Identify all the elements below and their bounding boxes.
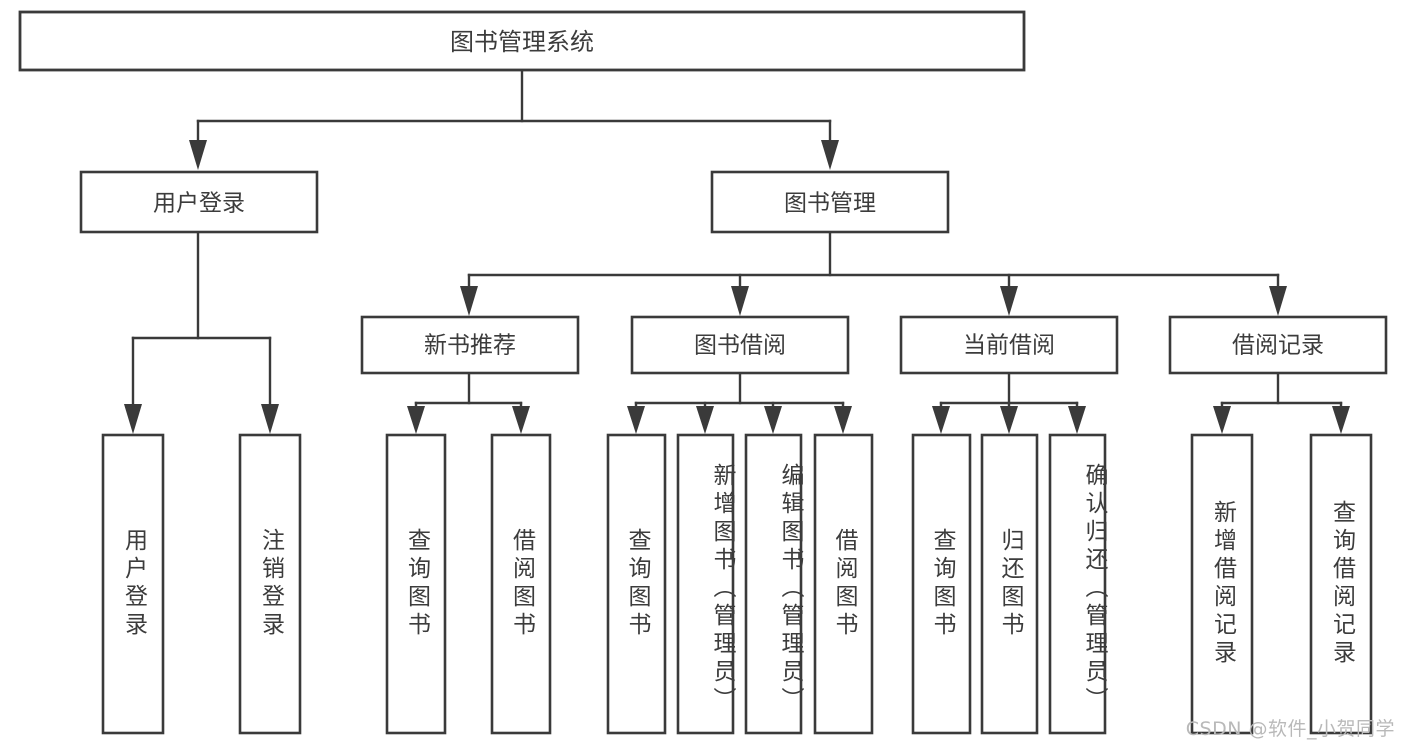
node-current-borrow[interactable]: 当前借阅 — [899, 315, 1119, 375]
leaf-box-borrow-record-1[interactable] — [1190, 433, 1254, 735]
node-current-borrow-box — [899, 315, 1119, 375]
node-book-borrow-box — [630, 315, 850, 375]
node-root-box — [18, 10, 1026, 72]
leaf-box-book-borrow-4[interactable] — [813, 433, 874, 735]
node-book-borrow-label: 图书借阅 — [694, 333, 786, 359]
arrow-to-book-manage — [821, 140, 839, 170]
arrow-to-leaf — [407, 406, 425, 434]
leaf-box-current-borrow-1[interactable] — [911, 433, 972, 735]
node-book-manage[interactable]: 图书管理 — [710, 170, 950, 234]
arrow-to-level3 — [460, 286, 478, 316]
node-user-login[interactable]: 用户登录 — [79, 170, 319, 234]
node-new-book-recommend-box — [360, 315, 580, 375]
arrow-to-leaf — [696, 406, 714, 434]
node-user-login-label: 用户登录 — [153, 191, 245, 217]
arrow-to-level3 — [731, 286, 749, 316]
node-new-book-recommend-label: 新书推荐 — [424, 333, 516, 359]
connector-newbook-to-leaves — [407, 371, 530, 434]
leaf-box-book-borrow-1[interactable] — [606, 433, 667, 735]
leaf-box-new-book-2[interactable] — [490, 433, 552, 735]
node-book-manage-label: 图书管理 — [784, 191, 876, 217]
node-user-login-box — [79, 170, 319, 234]
arrow-to-leaf — [124, 404, 142, 434]
connector-bookborrow-to-leaves — [627, 371, 852, 434]
arrow-to-leaf — [1332, 406, 1350, 434]
connector-root-to-level2 — [189, 68, 839, 170]
node-root-system[interactable]: 图书管理系统 — [18, 10, 1026, 72]
leaf-box-borrow-record-2[interactable] — [1309, 433, 1373, 735]
node-borrow-record-label: 借阅记录 — [1232, 333, 1324, 359]
node-book-borrow[interactable]: 图书借阅 — [630, 315, 850, 375]
leaf-box-user-login-2[interactable] — [238, 433, 302, 735]
leaf-box-new-book-1[interactable] — [385, 433, 447, 735]
arrow-to-leaf — [1000, 406, 1018, 434]
node-book-manage-box — [710, 170, 950, 234]
arrow-to-leaf — [261, 404, 279, 434]
node-root-label: 图书管理系统 — [450, 28, 594, 56]
connector-currentborrow-to-leaves — [932, 371, 1086, 434]
arrow-to-level3 — [1269, 286, 1287, 316]
node-borrow-record-box — [1168, 315, 1388, 375]
leaf-box-current-borrow-3[interactable] — [1048, 433, 1107, 735]
arrow-to-user-login — [189, 140, 207, 170]
arrow-to-leaf — [1068, 406, 1086, 434]
arrow-to-leaf — [834, 406, 852, 434]
connector-bookmanage-to-level3 — [460, 230, 1287, 316]
csdn-watermark: CSDN @软件_小贺同学 — [1185, 718, 1395, 740]
leaf-box-user-login-1[interactable] — [101, 433, 165, 735]
leaf-box-book-borrow-3[interactable] — [744, 433, 803, 735]
arrow-to-leaf — [627, 406, 645, 434]
leaf-box-current-borrow-2[interactable] — [980, 433, 1039, 735]
leaf-box-book-borrow-2[interactable] — [676, 433, 735, 735]
node-borrow-record[interactable]: 借阅记录 — [1168, 315, 1388, 375]
arrow-to-leaf — [512, 406, 530, 434]
arrow-to-leaf — [932, 406, 950, 434]
arrow-to-leaf — [764, 406, 782, 434]
arrow-to-leaf — [1213, 406, 1231, 434]
arrow-to-level3 — [1000, 286, 1018, 316]
node-current-borrow-label: 当前借阅 — [963, 333, 1055, 359]
connector-borrowrecord-to-leaves — [1213, 371, 1350, 434]
node-new-book-recommend[interactable]: 新书推荐 — [360, 315, 580, 375]
connector-userlogin-to-leaves — [124, 230, 279, 434]
